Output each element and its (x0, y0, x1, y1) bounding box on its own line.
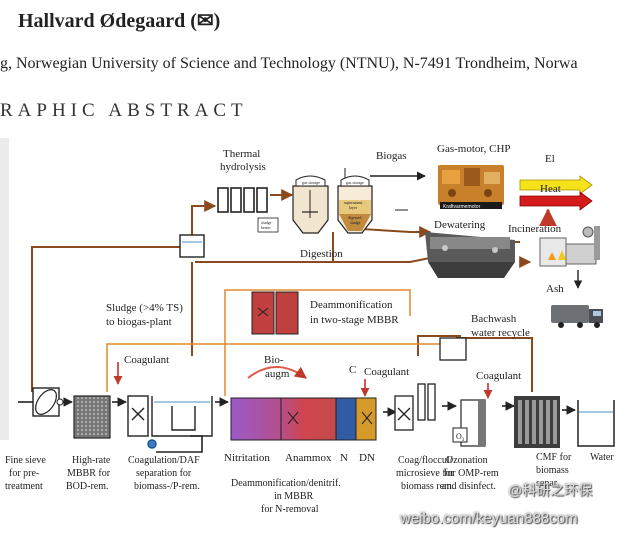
stage-n: N (340, 452, 348, 464)
backwash-label-2: water recycle (471, 327, 530, 339)
digested-sludge-label-1: digested (348, 215, 361, 220)
supernatant-label-2: layer (349, 205, 358, 210)
label-microsieve-1: Coag/floccul/ (398, 455, 453, 466)
sludge-biogas-label-2: to biogas-plant (106, 316, 172, 328)
coagulant-3: Coagulant (476, 370, 521, 382)
label-water: Water (590, 452, 614, 463)
author-text: Hallvard Ødegaard (18, 10, 186, 32)
buffer-tank (179, 234, 205, 258)
dewatering-label: Dewatering (434, 219, 486, 231)
thermal-label: Thermal (223, 148, 260, 160)
label-microsieve-3: biomass rem. (401, 481, 454, 492)
sludge-heater-label-1: sludge (261, 220, 272, 225)
label-cmf-2: biomass (536, 465, 569, 476)
digestion-unit (257, 175, 373, 234)
label-ozonation-3: and disinfect. (442, 481, 496, 492)
gas-motor-label: Gas-motor, CHP (437, 143, 511, 155)
bottom-labels: Fine sieve for pre- treatment High-rate … (5, 452, 614, 515)
stage-dn: DN (359, 452, 375, 464)
author-name: Hallvard Ødegaard (✉) (18, 8, 220, 33)
label-microsieve-2: microsieve for (396, 468, 455, 479)
deammonification-mbbr-train (230, 397, 377, 441)
el-label: El (545, 153, 555, 165)
ash-truck (551, 305, 603, 328)
label-ozonation-2: for OMP-rem (444, 468, 499, 479)
heat-arrow (519, 191, 593, 211)
backwash-label-1: Bachwash (471, 313, 517, 325)
label-fine-sieve-1: Fine sieve (5, 455, 46, 466)
o3-label: O3 (456, 432, 465, 443)
ozonation-unit (452, 399, 486, 447)
recycle-lines (106, 289, 440, 396)
heat-label: Heat (540, 183, 561, 195)
gas-motor-image (438, 165, 504, 209)
two-stage-mbbr-unit (251, 291, 299, 335)
section-heading: RAPHIC ABSTRACT (0, 100, 248, 121)
label-fine-sieve-3: treatment (5, 481, 43, 492)
watermark-weibo: weibo.com/keyuan888com (400, 510, 578, 527)
ash-label: Ash (546, 283, 564, 295)
label-deammon-1: Deammonification/denitrif. (231, 478, 341, 489)
incinerator (539, 226, 600, 267)
affiliation: g, Norwegian University of Science and T… (0, 55, 578, 72)
fine-sieve-unit (32, 387, 64, 417)
left-side-band (0, 138, 9, 440)
digested-sludge-label-2: sludge (350, 220, 361, 225)
label-deammon-2: in MBBR (274, 491, 314, 502)
stage-nitritation: Nitritation (224, 452, 270, 464)
digestion-label: Digestion (300, 248, 343, 260)
label-daf-3: biomass-/P-rem. (134, 481, 200, 492)
label-fine-sieve-2: for pre- (9, 468, 39, 479)
water-tank (577, 400, 615, 447)
thermal-hydrolysis-unit (217, 187, 268, 213)
bioaugm-2: augm (265, 368, 290, 380)
article-header: Hallvard Ødegaard (✉) g, Norwegian Unive… (0, 0, 640, 121)
hydrolysis-label: hydrolysis (220, 161, 266, 173)
bioaugm-arrow (247, 366, 307, 379)
label-mbbr-3: BOD-rem. (66, 481, 109, 492)
label-mbbr-1: High-rate (72, 455, 111, 466)
microsieve-unit (394, 383, 436, 431)
label-daf-1: Coagulation/DAF (128, 455, 200, 466)
watermark-chinese: @科研之环保 (508, 482, 593, 498)
sludge-heater-label-2: heater (261, 225, 271, 230)
electricity-arrow (519, 175, 593, 195)
email-envelope-icon[interactable]: (✉) (190, 10, 221, 32)
c-label: C (349, 364, 356, 376)
bioaugm-1: Bio- (264, 354, 284, 366)
tank-gas-label-2: gas storage (346, 180, 364, 185)
label-ozonation-1: Ozonation (446, 455, 488, 466)
incineration-label: Incineration (508, 223, 562, 235)
label-cmf-1: CMF for (536, 452, 572, 463)
kraftvarme-label: Kraftvarmemotor (443, 204, 481, 210)
deammon-two-stage-2: in two-stage MBBR (310, 314, 399, 326)
tank-gas-label-1: gas storage (302, 180, 320, 185)
label-daf-2: separation for (136, 468, 192, 479)
biogas-label: Biogas (376, 150, 407, 162)
supernatant-label-1: supernatant (344, 200, 363, 205)
label-cmf-3: separ. (536, 478, 559, 489)
sludge-biogas-label-1: Sludge (>4% TS) (106, 302, 183, 314)
daf-unit (127, 395, 213, 449)
deammon-two-stage-1: Deammonification (310, 299, 393, 311)
label-deammon-3: for N-removal (261, 504, 319, 515)
backwash-tank (439, 337, 467, 361)
coagulant-1: Coagulant (124, 354, 169, 366)
stage-anammox: Anammox (285, 452, 332, 464)
high-rate-mbbr (73, 395, 111, 439)
cmf-unit (514, 396, 560, 448)
dewatering-unit (425, 232, 515, 278)
coagulant-2: Coagulant (364, 366, 409, 378)
label-mbbr-2: MBBR for (67, 468, 111, 479)
